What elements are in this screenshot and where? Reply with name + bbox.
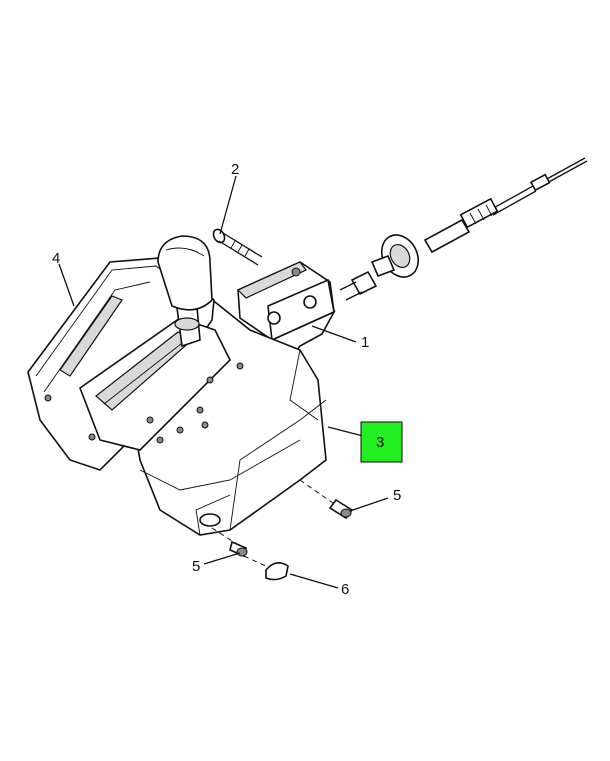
trim-bezel (27, 257, 244, 471)
screw-left (211, 527, 248, 558)
callout-5-left[interactable]: 5 (192, 558, 200, 575)
callout-1[interactable]: 1 (361, 334, 369, 351)
leader-lines (58, 175, 389, 589)
highlight-box (360, 421, 403, 463)
shift-cable (339, 157, 588, 301)
cap-plug (243, 555, 289, 581)
shift-lever (157, 235, 213, 348)
callout-3[interactable]: 3 (376, 434, 384, 451)
highlighted-callout-3[interactable]: 3 (360, 421, 403, 463)
callout-6[interactable]: 6 (341, 581, 349, 598)
mounting-bracket (236, 261, 336, 366)
callout-2[interactable]: 2 (231, 161, 239, 178)
screw-right (299, 479, 354, 520)
bolt (212, 228, 263, 266)
callout-5-right[interactable]: 5 (393, 487, 401, 504)
callout-4[interactable]: 4 (52, 250, 60, 267)
